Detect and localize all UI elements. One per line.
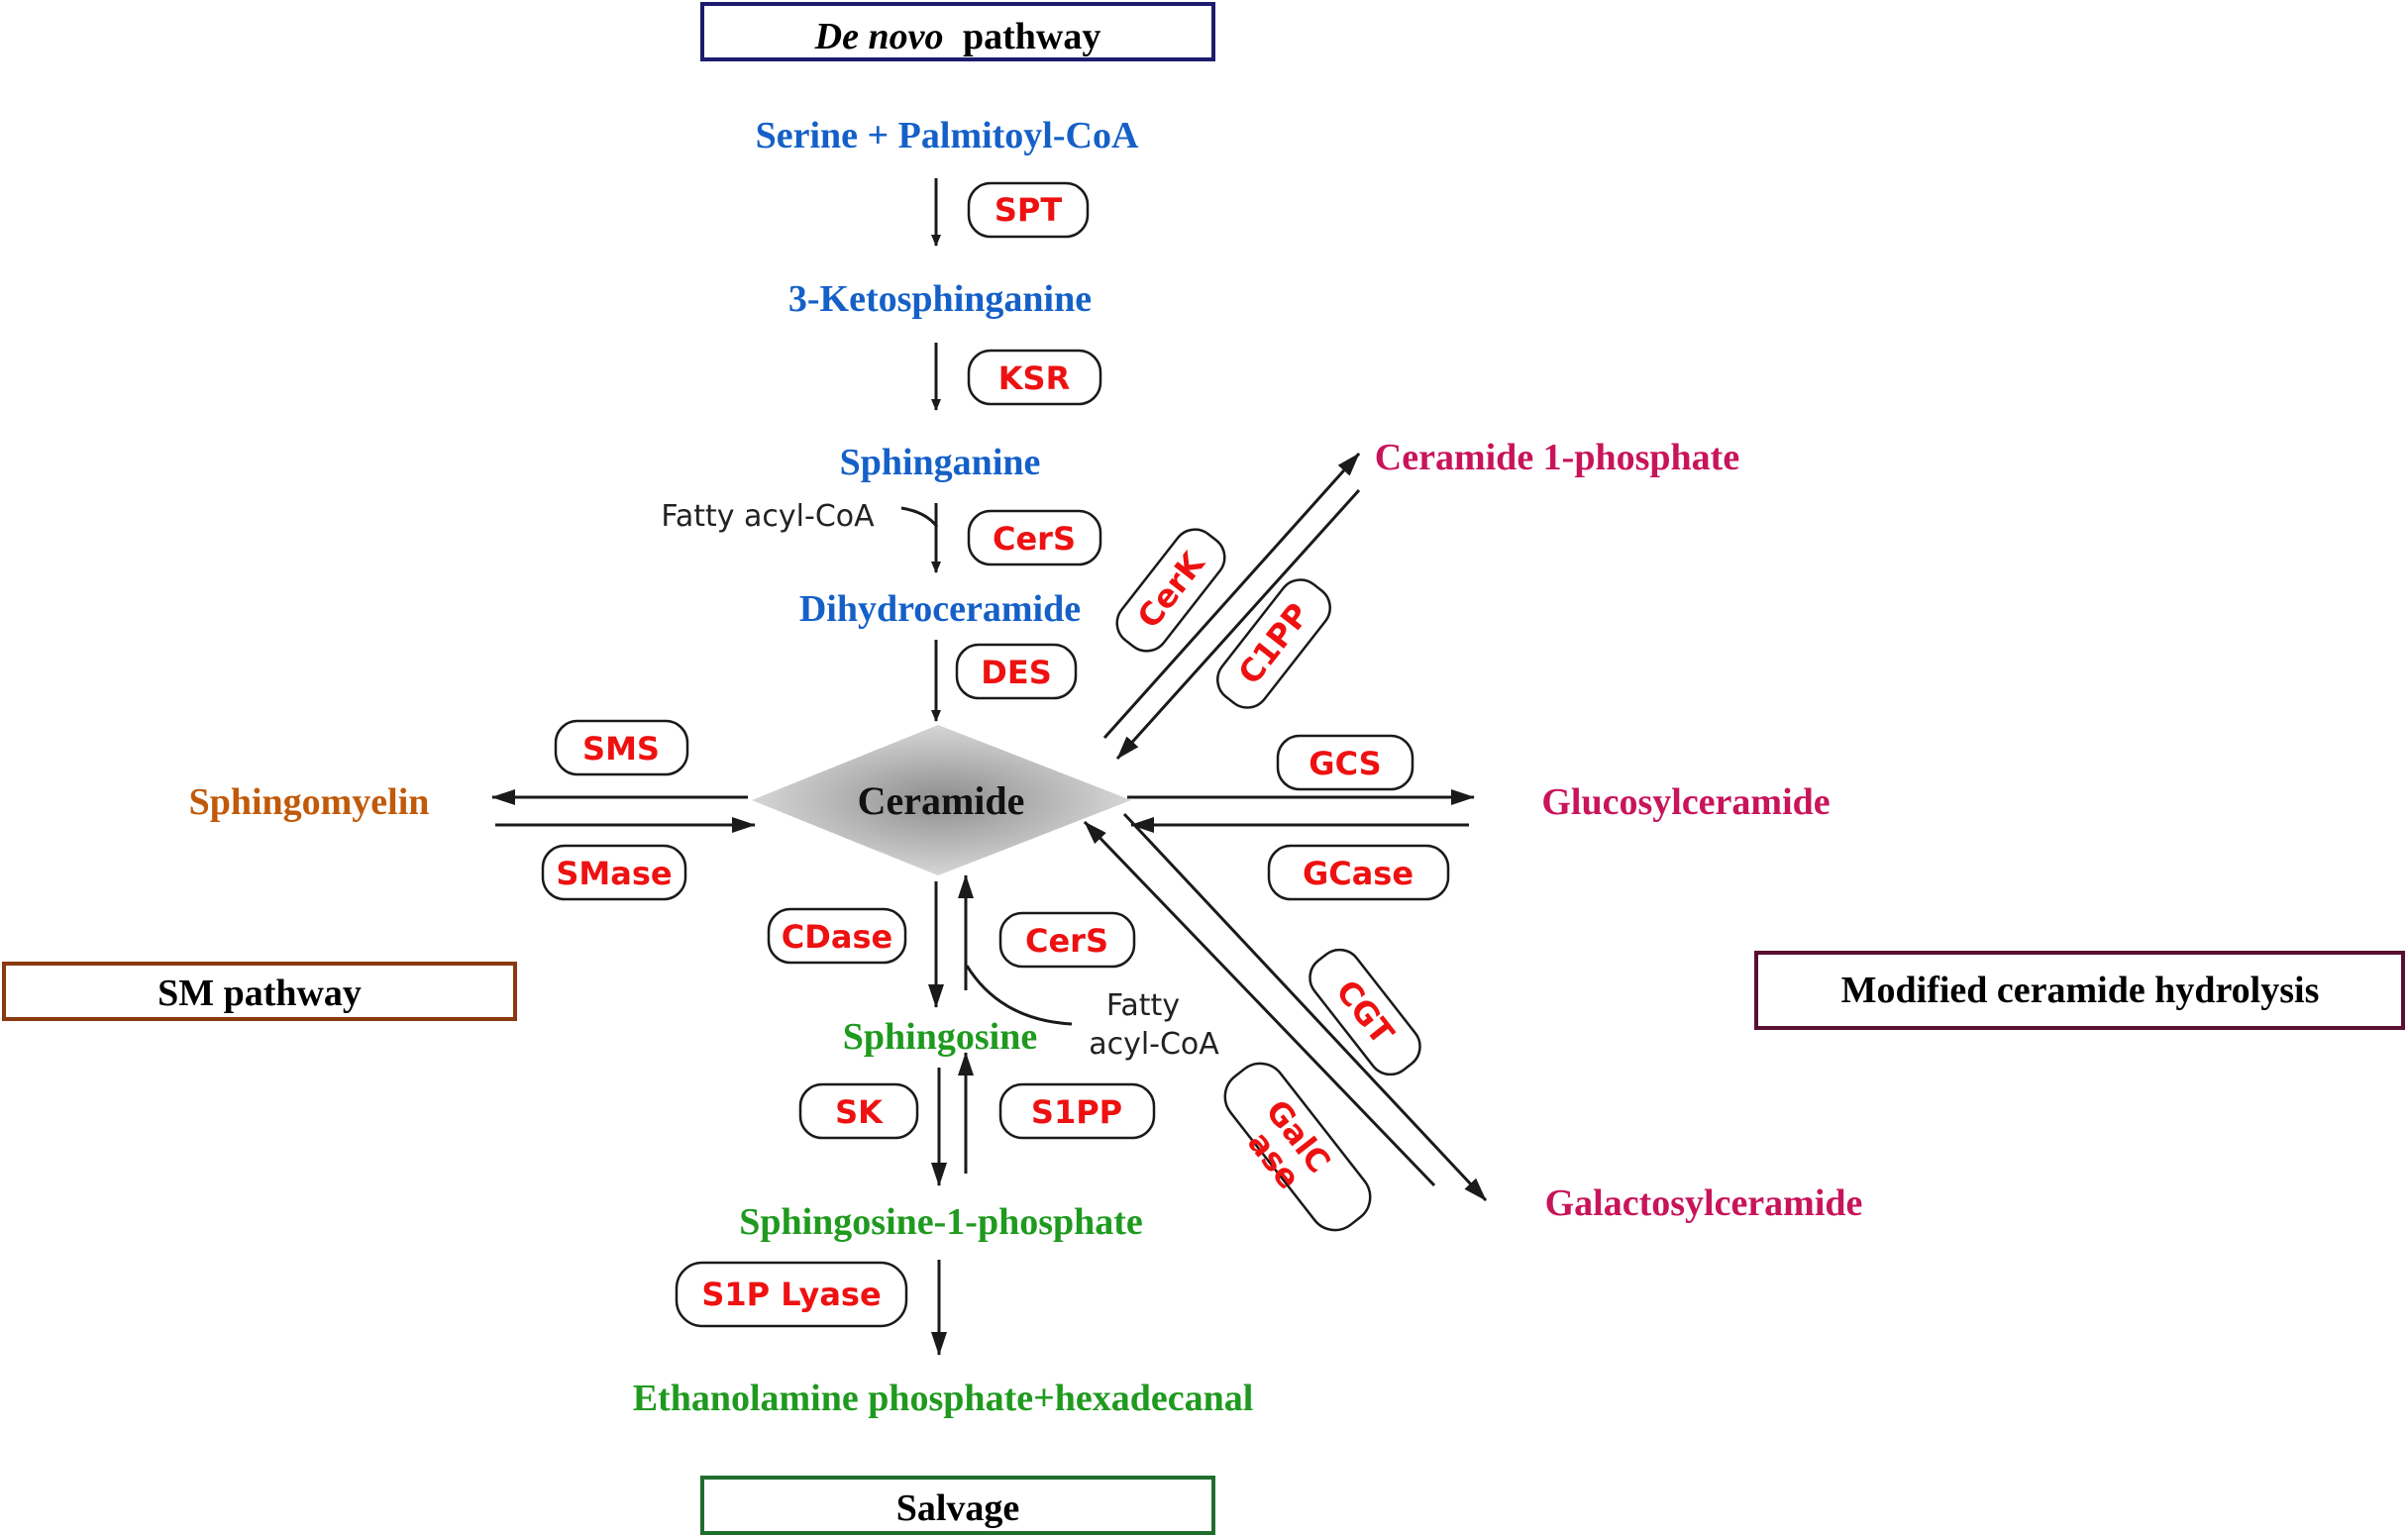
enzyme-s1p-lyase-label: S1P Lyase xyxy=(701,1276,881,1313)
enzyme-sms-label: SMS xyxy=(582,730,660,768)
fatty-acyl-coa-curve-2 xyxy=(965,965,1073,1026)
sphingosine: Sphingosine xyxy=(843,1016,1037,1058)
enzyme-des-label: DES xyxy=(981,654,1051,691)
modified-ceramide-hydrolysis-box: Modified ceramide hydrolysis xyxy=(1754,951,2405,1030)
enzyme-smase: SMase xyxy=(541,844,687,901)
arrow-ceramide-to-galactosylceramide xyxy=(1122,812,1488,1202)
enzyme-gcs-label: GCS xyxy=(1309,745,1381,782)
enzyme-cers-2: CerS xyxy=(998,911,1136,969)
enzyme-sk-label: SK xyxy=(835,1093,884,1131)
arrow-galactosylceramide-to-ceramide xyxy=(1083,820,1436,1187)
sphinganine: Sphinganine xyxy=(840,442,1041,483)
enzyme-cers-1-label: CerS xyxy=(993,520,1076,558)
sphingomyelin: Sphingomyelin xyxy=(189,781,430,823)
galactosylceramide: Galactosylceramide xyxy=(1545,1182,1863,1224)
salvage-label: Salvage xyxy=(896,1487,1020,1529)
enzyme-gcase: GCase xyxy=(1267,844,1450,901)
enzyme-spt-label: SPT xyxy=(995,191,1063,229)
sm-pathway-box: SM pathway xyxy=(2,962,517,1021)
enzyme-ksr: KSR xyxy=(967,349,1102,406)
ceramide-node: Ceramide xyxy=(752,725,1131,875)
sphingosine-1-phosphate: Sphingosine-1-phosphate xyxy=(739,1201,1143,1243)
enzyme-des: DES xyxy=(955,643,1078,700)
enzyme-cerk: CerK xyxy=(1115,528,1226,653)
svg-text:De novo pathway: De novo pathway xyxy=(814,16,1101,57)
fatty-acyl-coa-curve-1 xyxy=(900,506,939,528)
enzyme-cers-1: CerS xyxy=(967,509,1102,566)
ceramide-label: Ceramide xyxy=(858,778,1025,823)
ethanolamine-phosphate-hexadecanal: Ethanolamine phosphate+hexadecanal xyxy=(633,1378,1254,1419)
glucosylceramide: Glucosylceramide xyxy=(1541,781,1830,823)
enzyme-c1pp: C1PP xyxy=(1216,578,1331,709)
enzyme-ksr-label: KSR xyxy=(998,359,1070,397)
dihydroceramide: Dihydroceramide xyxy=(799,588,1081,630)
fatty-acyl-coa-label-1: Fatty acyl-CoA xyxy=(661,499,875,534)
enzyme-s1pp-label: S1PP xyxy=(1031,1093,1122,1131)
ketosphinganine: 3-Ketosphinganine xyxy=(788,278,1092,320)
enzyme-gcs: GCS xyxy=(1276,734,1414,791)
acyl-coa-label: acyl-CoA xyxy=(1089,1027,1219,1062)
sm-pathway-label: SM pathway xyxy=(157,973,362,1014)
enzyme-gcase-label: GCase xyxy=(1303,855,1413,892)
enzyme-spt: SPT xyxy=(967,181,1090,239)
enzyme-smase-label: SMase xyxy=(556,855,672,892)
enzyme-s1pp: S1PP xyxy=(998,1082,1156,1140)
de-novo-rest: pathway xyxy=(963,16,1100,57)
enzyme-cers-2-label: CerS xyxy=(1025,922,1108,960)
modified-ceramide-hydrolysis-label: Modified ceramide hydrolysis xyxy=(1841,970,2320,1011)
enzyme-sk: SK xyxy=(798,1082,919,1140)
ceramide-1-phosphate: Ceramide 1-phosphate xyxy=(1375,437,1739,478)
enzyme-galcase: GalC ase xyxy=(1223,1062,1372,1232)
serine-palmitoyl-coa: Serine + Palmitoyl-CoA xyxy=(756,115,1139,156)
enzyme-cdase: CDase xyxy=(767,907,907,965)
fatty-label: Fatty xyxy=(1106,988,1180,1023)
enzyme-s1p-lyase: S1P Lyase xyxy=(675,1261,908,1328)
arrow-ceramide-to-c1p xyxy=(1102,452,1361,740)
arrow-c1p-to-ceramide xyxy=(1115,488,1361,761)
enzyme-cdase-label: CDase xyxy=(782,918,892,956)
enzyme-sms: SMS xyxy=(554,719,689,776)
de-novo-pathway-box: De novo pathway xyxy=(700,2,1215,61)
salvage-box: Salvage xyxy=(700,1476,1215,1535)
de-novo-italic: De novo xyxy=(814,16,944,57)
enzyme-cgt: CGT xyxy=(1309,948,1421,1076)
